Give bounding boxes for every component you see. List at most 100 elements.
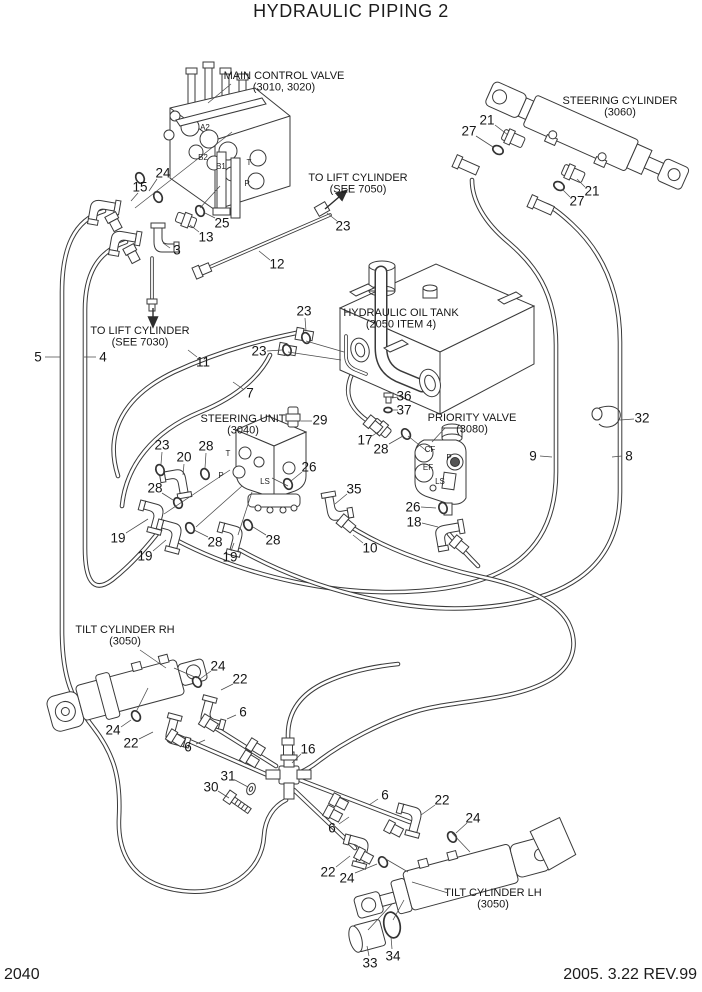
part-number: 28 (265, 533, 280, 548)
part-number: 27 (569, 194, 584, 209)
part-number: 21 (584, 184, 599, 199)
part-number: 37 (396, 403, 411, 418)
part-number: 34 (385, 949, 401, 964)
hose-crimp (105, 212, 124, 233)
o-ring (377, 855, 389, 869)
page-number: 2040 (4, 966, 40, 983)
component-label-to-lift-cylinder-7050: TO LIFT CYLINDER(SEE 7050) (308, 172, 407, 196)
hose-crimp (354, 847, 375, 866)
direction-arrow (325, 189, 349, 209)
part-number: 24 (105, 723, 121, 738)
steering-unit (233, 408, 306, 513)
tilt-cylinder-rh (42, 646, 211, 734)
hose-crimp (384, 820, 405, 839)
leader-arrows (147, 189, 349, 329)
part-number: 6 (239, 705, 247, 720)
o-ring (242, 518, 254, 531)
part-number: 25 (214, 216, 229, 231)
component-label-main-control-valve: MAIN CONTROL VALVE(3010, 3020) (224, 70, 345, 94)
port-label: A2 (200, 123, 210, 132)
part-number: 26 (405, 500, 420, 515)
small-parts (147, 202, 620, 816)
o-ring (152, 190, 164, 203)
o-ring (194, 204, 206, 217)
part-number: 16 (300, 742, 315, 757)
o-ring (282, 477, 294, 490)
elbow-fitting (151, 519, 186, 554)
part-number: 6 (184, 740, 192, 755)
o-ring (438, 502, 449, 515)
part-number: 23 (296, 304, 311, 319)
port-label: P (244, 179, 249, 188)
hose-crimp (363, 415, 384, 435)
elbow-fitting (133, 500, 168, 535)
hose-crimp (239, 750, 260, 769)
construction-lines (135, 132, 470, 930)
elbow-fitting (434, 519, 467, 552)
component-labels: MAIN CONTROL VALVE(3010, 3020)STEERING C… (75, 70, 677, 911)
part-number: 12 (269, 257, 284, 272)
hose-crimp (123, 244, 142, 265)
o-ring (446, 830, 458, 844)
part-number: 28 (198, 439, 213, 454)
part-number: 6 (381, 788, 389, 803)
part-number: 24 (155, 166, 171, 181)
elbow-fitting (391, 803, 426, 838)
part-number: 35 (346, 482, 361, 497)
nipple-fitting (286, 407, 300, 427)
part-number: 32 (634, 411, 649, 426)
port-label: CF (425, 445, 436, 454)
part-number: 28 (373, 442, 388, 457)
part-number: 23 (154, 438, 169, 453)
part-number: 20 (176, 450, 191, 465)
o-ring (184, 521, 196, 534)
hose-crimp (198, 714, 219, 733)
part-number: 22 (434, 793, 449, 808)
part-number: 23 (251, 344, 266, 359)
part-number: 9 (529, 449, 537, 464)
part-number: 24 (465, 811, 481, 826)
port-label: LS (435, 477, 445, 486)
part-number: 19 (110, 531, 125, 546)
main-control-valve (164, 62, 290, 218)
part-number: 30 (203, 780, 218, 795)
part-number: 22 (320, 865, 335, 880)
part-number: 19 (222, 550, 237, 565)
component-label-priority-valve: PRIORITY VALVE(3080) (428, 412, 517, 436)
part-number: 22 (123, 736, 138, 751)
o-ring (130, 709, 142, 723)
o-ring (172, 496, 184, 509)
part-number: 13 (198, 230, 213, 245)
component-label-steering-unit: STEERING UNIT(3040) (201, 413, 286, 437)
o-ring (400, 427, 412, 441)
part-number: 7 (246, 386, 254, 401)
component-label-tilt-cylinder-lh: TILT CYLINDER LH(3050) (444, 887, 541, 911)
part-number: 15 (132, 180, 147, 195)
port-label: LS (260, 477, 270, 486)
o-ring (552, 180, 566, 192)
part-number: 11 (196, 355, 210, 370)
part-number: 27 (461, 124, 476, 139)
part-number: 17 (357, 433, 372, 448)
part-number: 33 (362, 956, 377, 971)
part-number: 28 (207, 535, 222, 550)
part-number: 4 (99, 350, 107, 365)
o-ring (134, 171, 146, 184)
component-label-to-lift-cylinder-7030: TO LIFT CYLINDER(SEE 7030) (90, 325, 189, 349)
port-label: T (226, 449, 231, 458)
part-number: 28 (147, 481, 162, 496)
port-label: EF (423, 463, 433, 472)
part-number: 18 (406, 515, 421, 530)
part-number: 24 (210, 659, 226, 674)
port-label: B1 (216, 162, 226, 171)
part-number: 3 (173, 243, 181, 258)
o-ring (491, 144, 505, 156)
elbow-fitting (151, 223, 179, 252)
o-ring (199, 467, 210, 480)
steering-cylinder (452, 77, 692, 217)
hose-crimp (192, 261, 212, 279)
port-label: T (247, 158, 252, 167)
part-number: 22 (232, 672, 247, 687)
